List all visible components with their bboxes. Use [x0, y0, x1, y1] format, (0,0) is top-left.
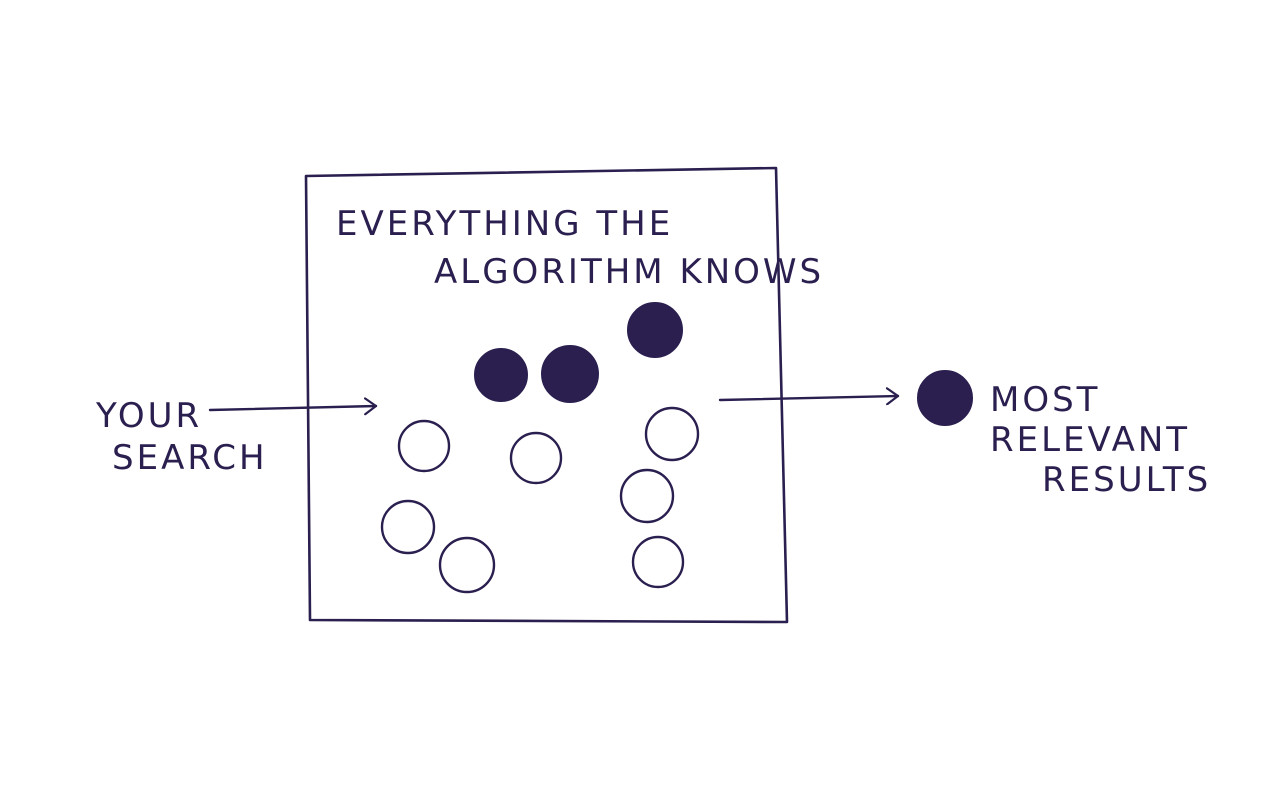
relevant-item — [541, 345, 599, 403]
box-label-line1: EVERYTHING THE — [336, 204, 674, 244]
relevant-item — [627, 302, 683, 358]
other-item — [509, 431, 563, 485]
output-label: MOST RELEVANT RESULTS — [990, 380, 1211, 500]
result-item — [917, 370, 973, 426]
other-item — [397, 419, 451, 473]
box-label-line2: ALGORITHM KNOWS — [434, 252, 825, 292]
other-item — [380, 499, 436, 555]
other-item — [631, 535, 685, 589]
input-label: YOUR SEARCH — [96, 396, 268, 478]
other-item — [619, 468, 675, 524]
other-item — [438, 536, 496, 594]
output-label-line2: RELEVANT — [990, 420, 1191, 460]
output-arrow — [718, 396, 900, 400]
output-label-line3: RESULTS — [1042, 460, 1212, 500]
input-label-line2: SEARCH — [112, 438, 268, 478]
output-label-line1: MOST — [990, 380, 1101, 420]
input-label-line1: YOUR — [96, 396, 203, 436]
other-item — [644, 406, 700, 462]
box-label: EVERYTHING THE ALGORITHM KNOWS — [336, 204, 824, 292]
relevant-item — [474, 348, 528, 402]
knowledge-box — [304, 166, 789, 624]
input-arrow — [208, 406, 378, 410]
